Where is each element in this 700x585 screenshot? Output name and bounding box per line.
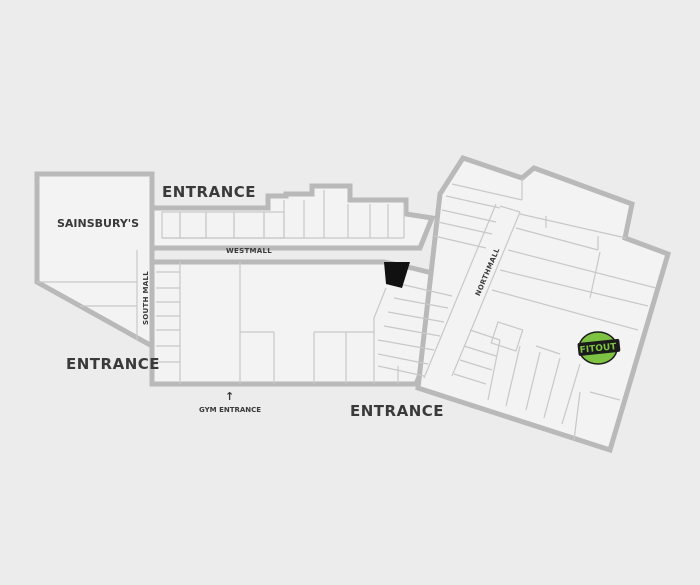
gym-arrow-icon: ↑ xyxy=(225,390,235,403)
south-entrance-label[interactable]: ENTRANCE xyxy=(350,402,444,420)
main-mall-outline xyxy=(149,183,436,251)
gym-entrance-label[interactable]: GYM ENTRANCE xyxy=(199,406,262,414)
sainsburys-label[interactable]: SAINSBURY'S xyxy=(57,217,140,230)
highlighted-unit[interactable] xyxy=(384,262,410,288)
south-mall-label: SOUTH MALL xyxy=(142,270,151,326)
fitout-logo-text: FITOUT xyxy=(579,342,617,356)
west-entrance-label[interactable]: ENTRANCE xyxy=(66,355,160,373)
fitout-logo-icon[interactable]: FITOUT xyxy=(577,331,621,365)
north-entrance-label[interactable]: ENTRANCE xyxy=(162,183,256,201)
sainsburys-unit[interactable] xyxy=(34,171,160,351)
west-mall-block xyxy=(149,259,464,387)
west-mall-label: WESTMALL xyxy=(226,247,273,255)
